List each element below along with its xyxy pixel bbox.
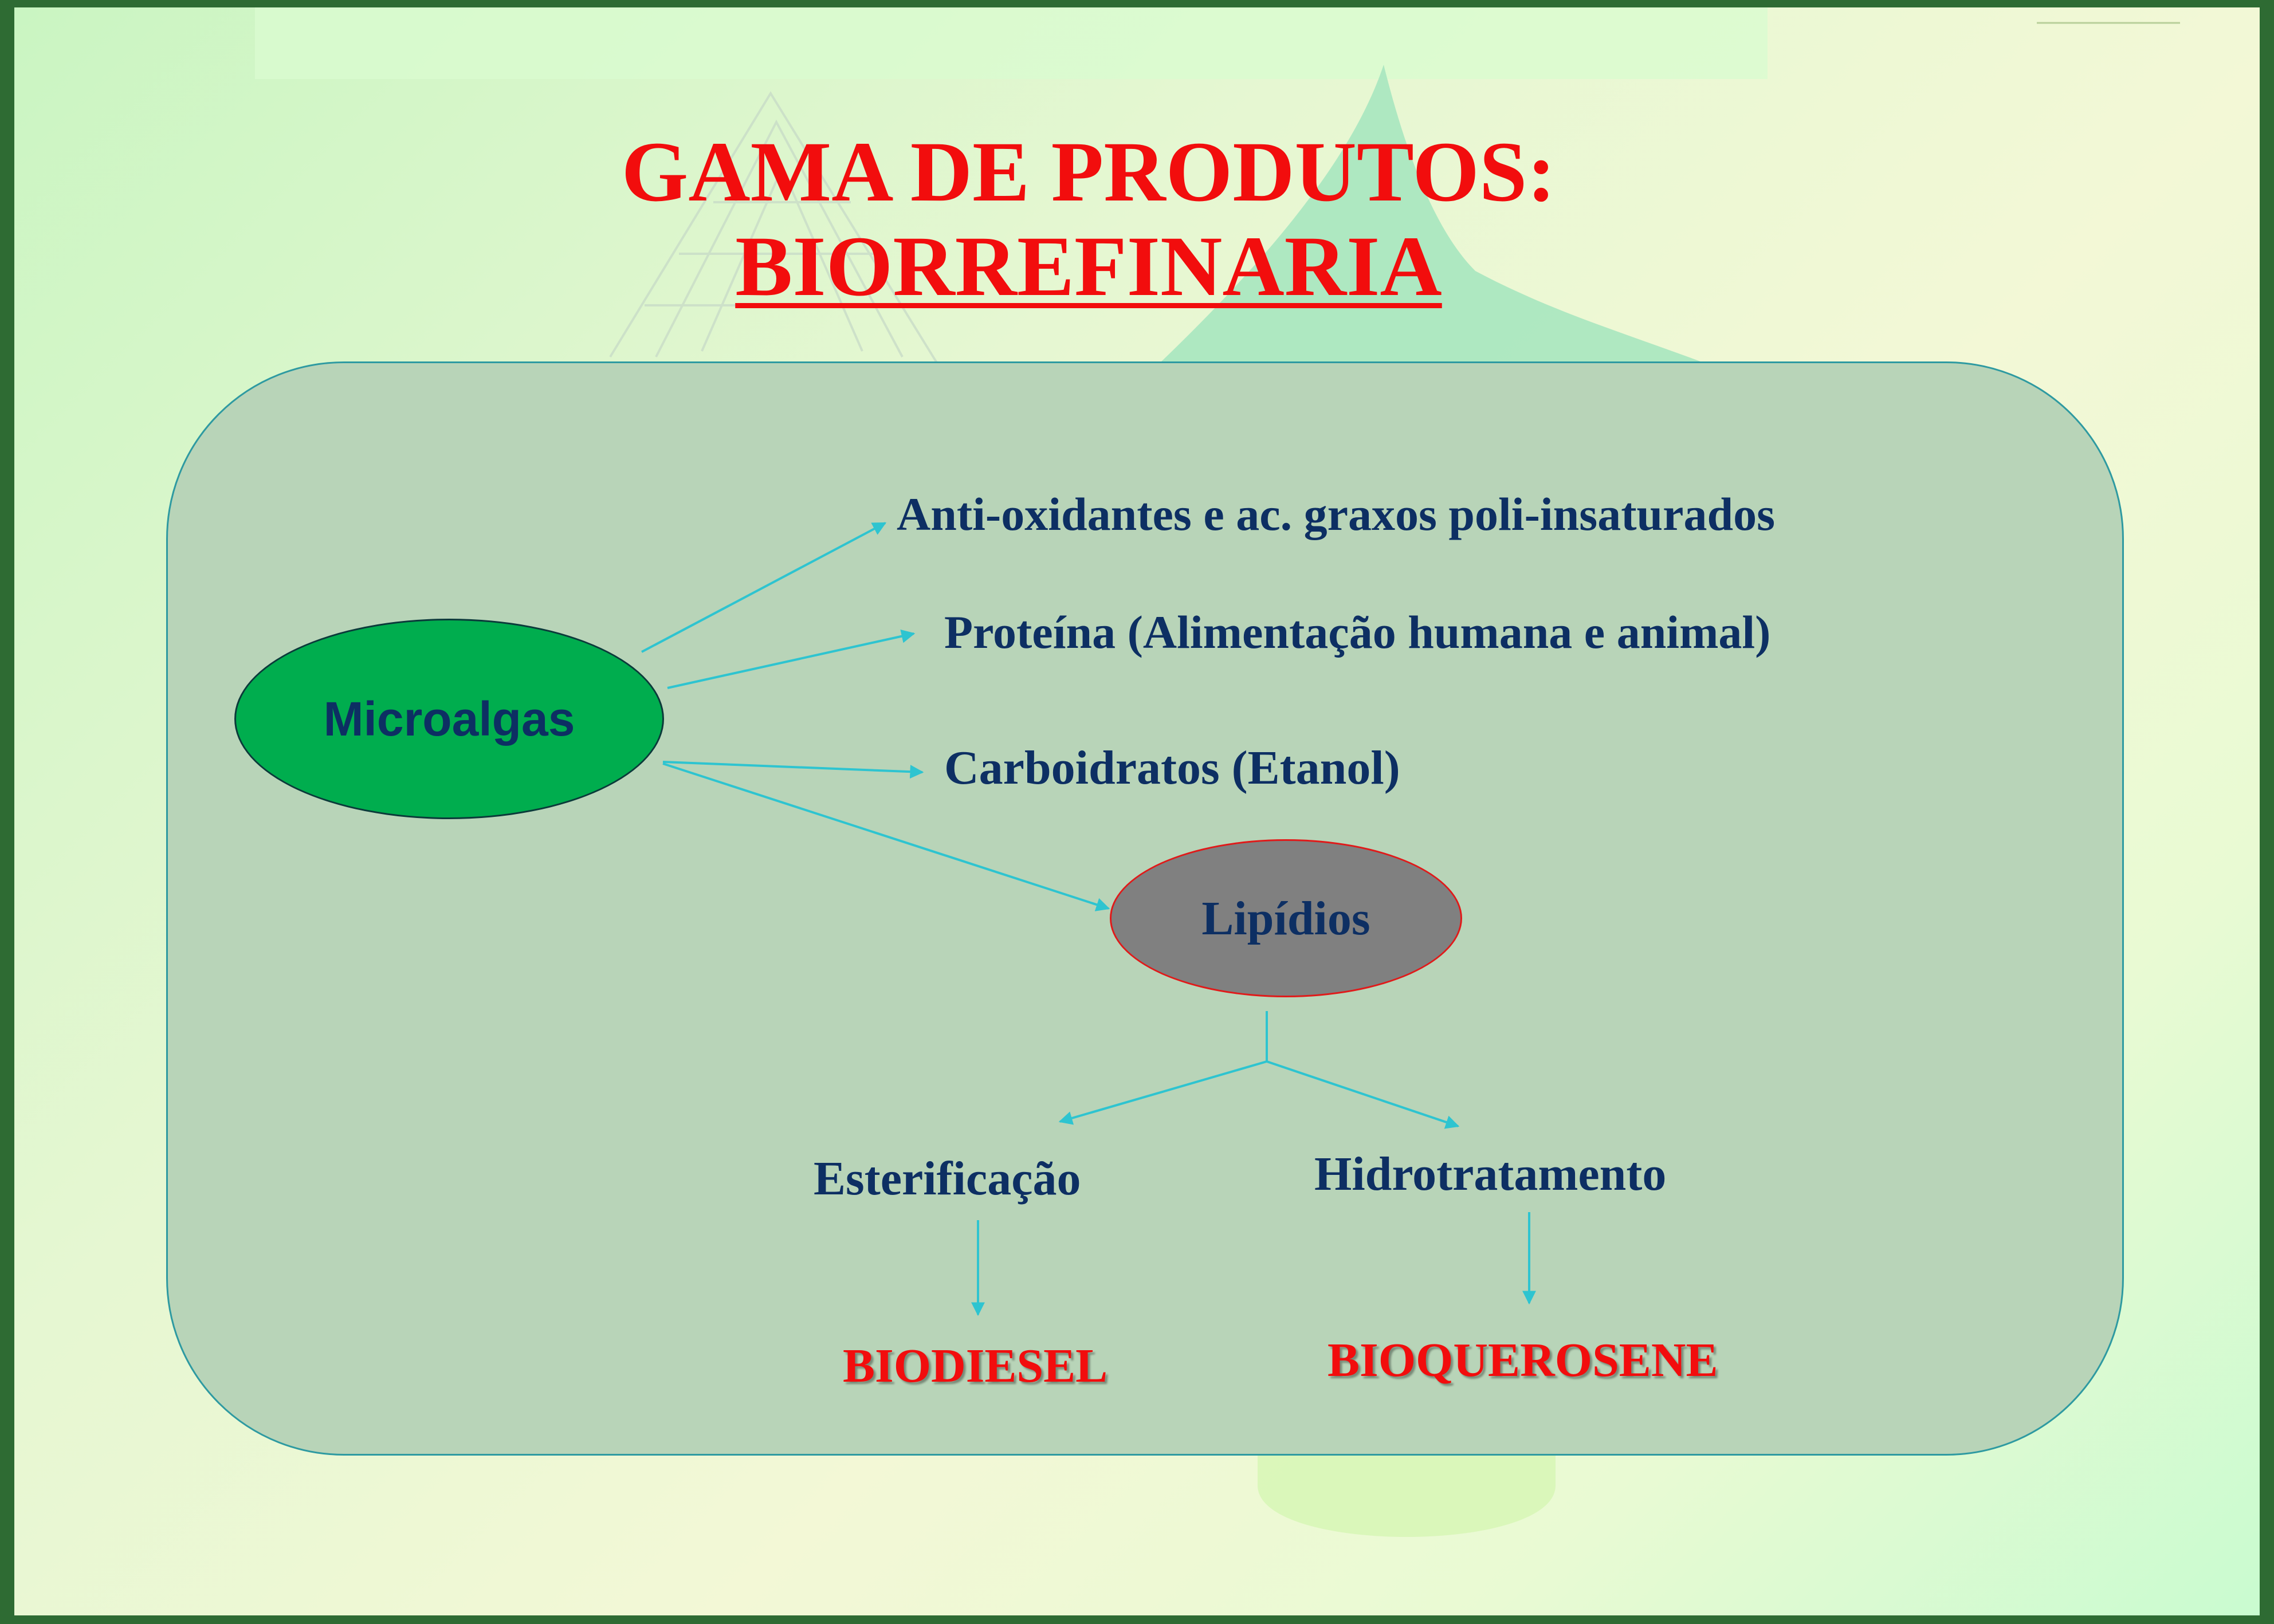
microalgas-node: Microalgas [234, 619, 664, 819]
product-antioxidantes: Anti-oxidantes e ac. graxos poli-insatur… [897, 491, 1775, 538]
arrow-to-antioxidantes [642, 523, 885, 652]
slide: GAMA DE PRODUTOS: BIORREFINARIA Microalg… [14, 7, 2260, 1615]
fuel-bioquerosene: BIOQUEROSENE [1328, 1336, 1718, 1385]
lipidios-node: Lipídios [1110, 839, 1462, 997]
arrow-to-hidrotratamento [1267, 1061, 1458, 1126]
process-esterificacao: Esterificação [814, 1155, 1081, 1203]
process-hidrotratamento: Hidrotratamento [1314, 1150, 1666, 1198]
connector-arrows [14, 7, 2260, 1615]
lipidios-label: Lipídios [1201, 891, 1370, 946]
arrow-to-proteina [667, 634, 914, 688]
microalgas-label: Microalgas [324, 691, 575, 747]
arrow-to-carboidratos [663, 762, 922, 772]
product-proteina: Proteína (Alimentação humana e animal) [944, 609, 1771, 656]
product-carboidratos: Carboidratos (Etanol) [944, 744, 1400, 792]
arrow-to-esterificacao [1060, 1061, 1267, 1122]
fuel-biodiesel: BIODIESEL [843, 1342, 1107, 1390]
